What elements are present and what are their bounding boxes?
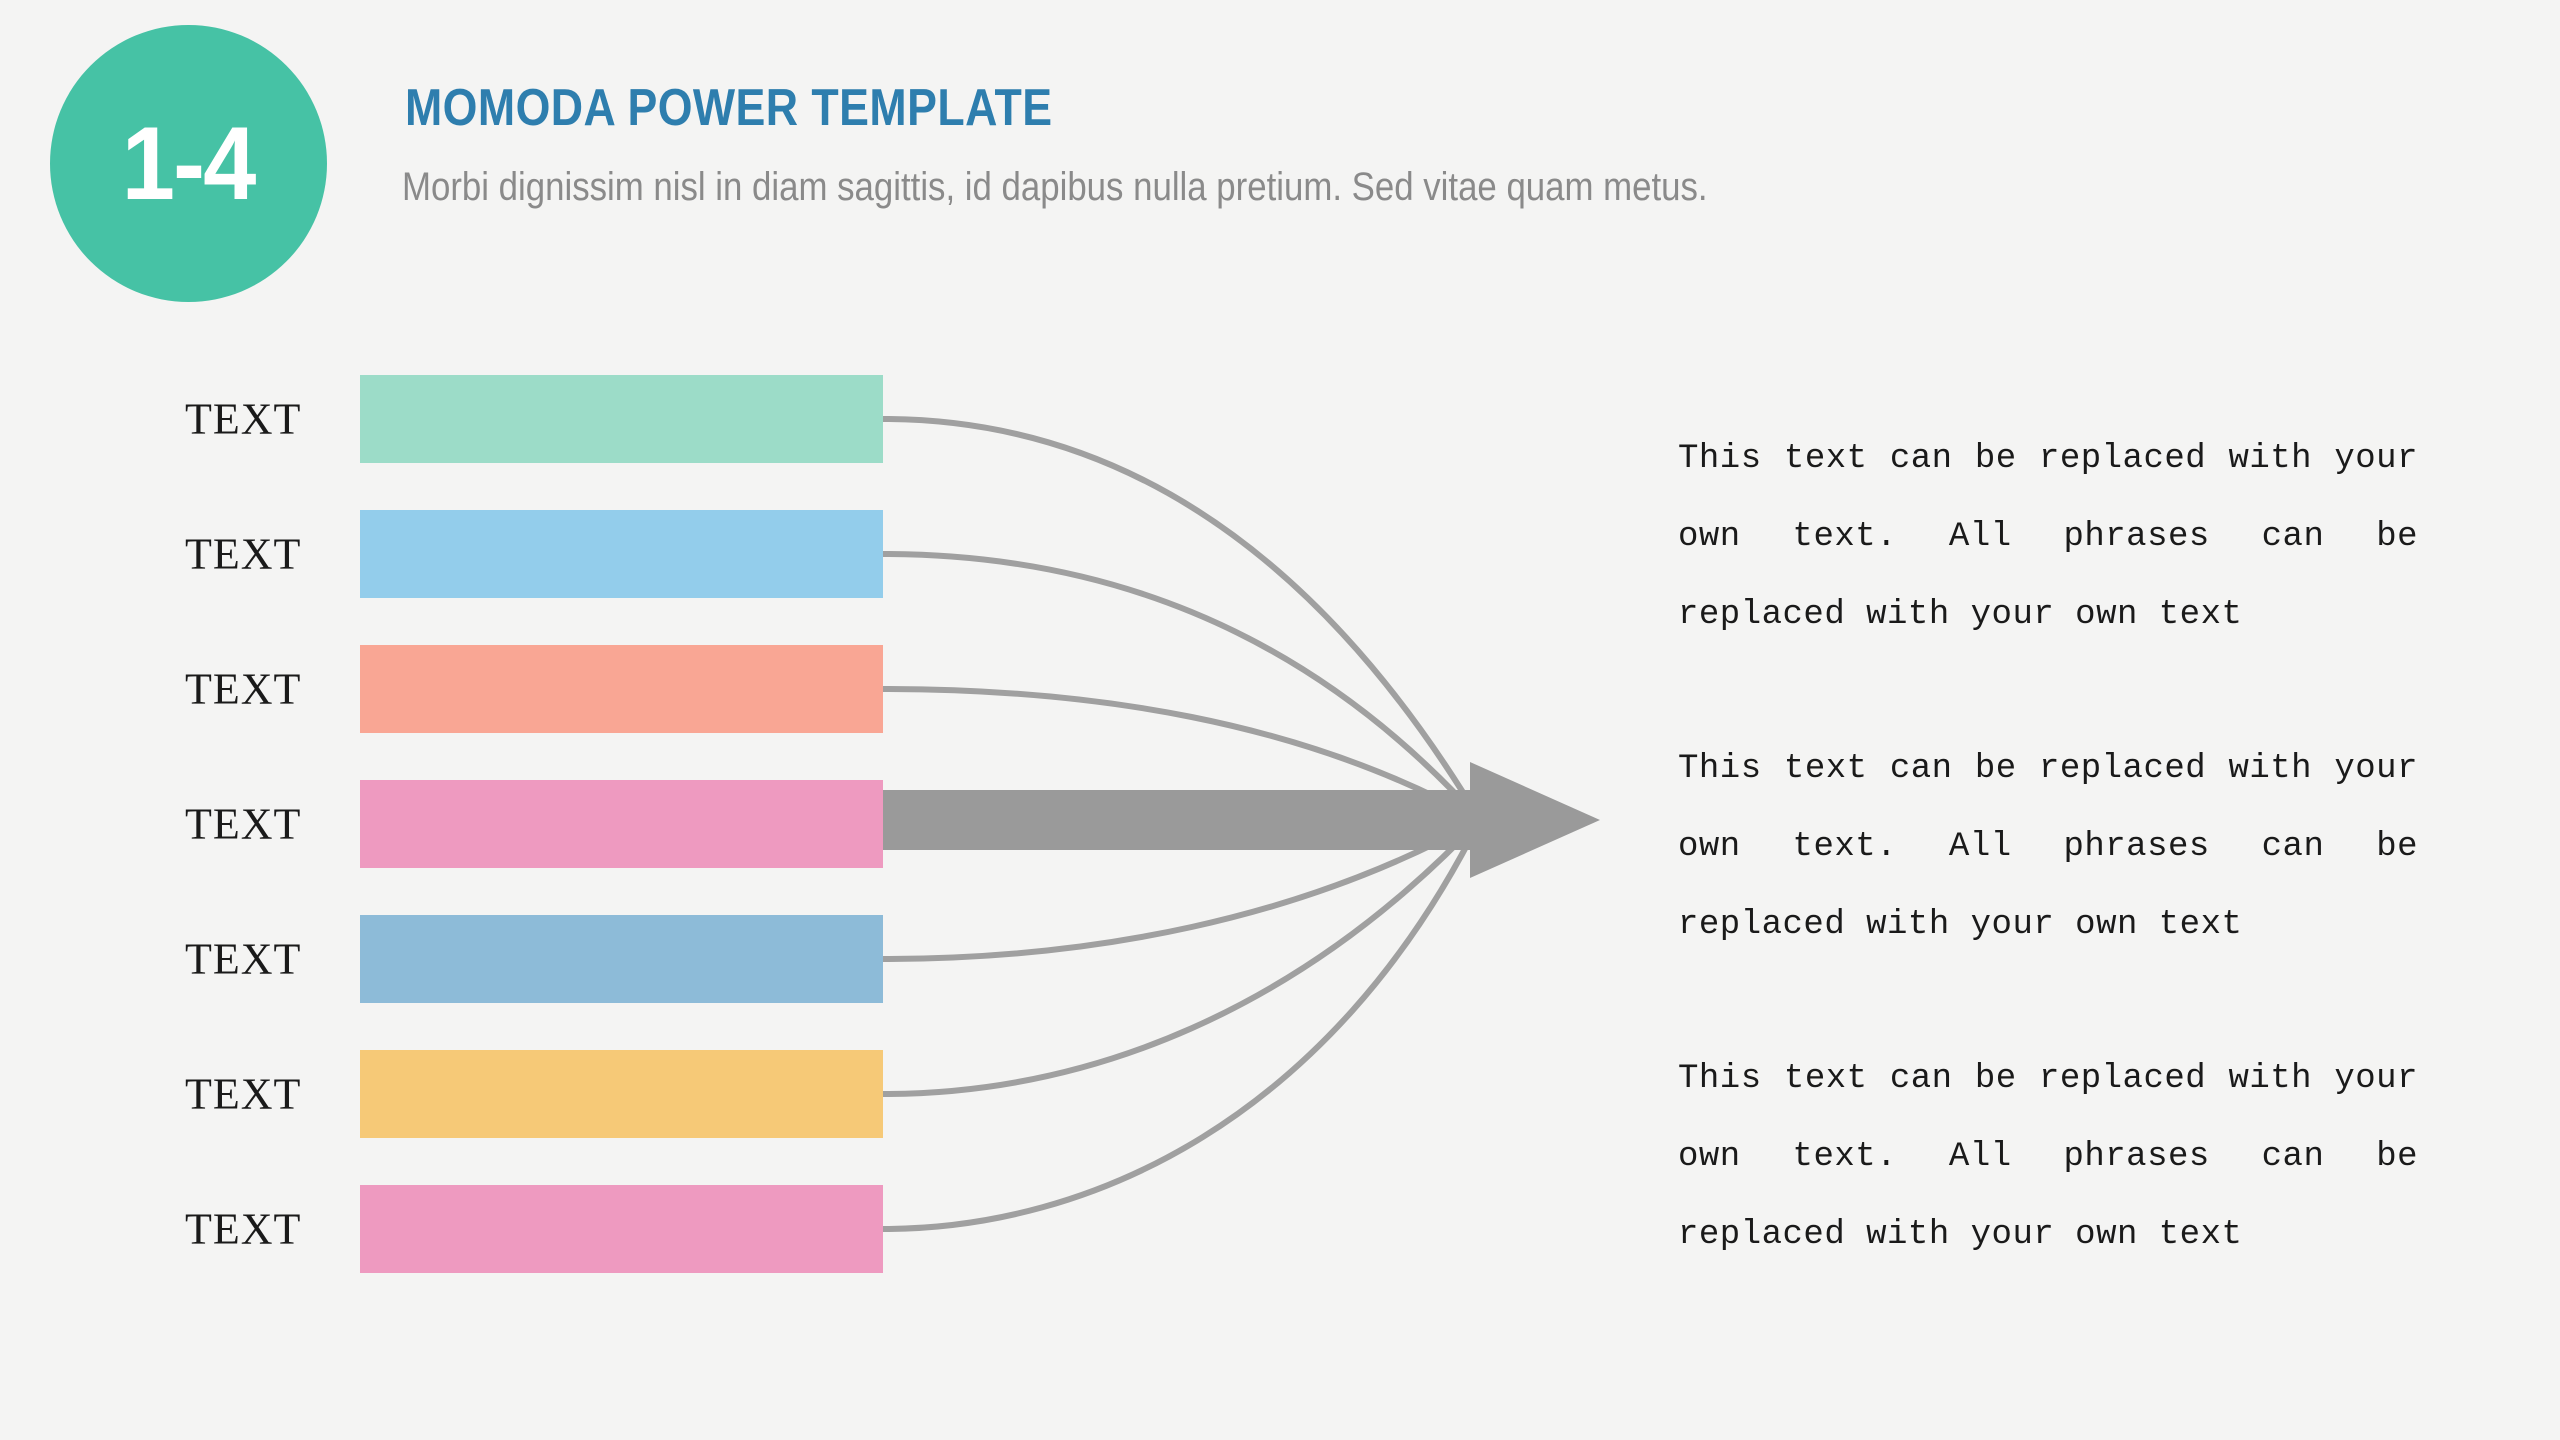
- bar-rect[interactable]: [360, 1185, 883, 1273]
- bar-rect[interactable]: [360, 510, 883, 598]
- connector-curve-2: [880, 551, 1483, 823]
- bar-rect[interactable]: [360, 375, 883, 463]
- description-text: This text can be replaced with your own …: [1678, 1060, 2418, 1254]
- description-text: This text can be replaced with your own …: [1678, 440, 2418, 634]
- page-title: MOMODA POWER TEMPLATE: [405, 79, 1053, 137]
- connector-curve-1: [880, 416, 1483, 823]
- page-subtitle: Morbi dignissim nisl in diam sagittis, i…: [402, 165, 1708, 209]
- slide-number-badge: 1-4: [50, 25, 327, 302]
- bar-row[interactable]: TEXT: [0, 375, 900, 463]
- bar-rect[interactable]: [360, 780, 883, 868]
- connector-curve-7: [880, 817, 1483, 1232]
- bar-label: TEXT: [185, 799, 302, 849]
- bar-rect[interactable]: [360, 915, 883, 1003]
- connector-curve-5: [880, 817, 1483, 962]
- bar-row[interactable]: TEXT: [0, 915, 900, 1003]
- bar-row[interactable]: TEXT: [0, 1185, 900, 1273]
- bar-rect[interactable]: [360, 645, 883, 733]
- bar-label: TEXT: [185, 934, 302, 984]
- description-text: This text can be replaced with your own …: [1678, 750, 2418, 944]
- main-arrow-icon: [870, 762, 1600, 878]
- bar-row[interactable]: TEXT: [0, 645, 900, 733]
- bar-row[interactable]: TEXT: [0, 1050, 900, 1138]
- bar-label: TEXT: [185, 1204, 302, 1254]
- bar-row[interactable]: TEXT: [0, 510, 900, 598]
- connector-curve-6: [880, 817, 1483, 1097]
- bar-rect[interactable]: [360, 1050, 883, 1138]
- bar-row[interactable]: TEXT: [0, 780, 900, 868]
- slide-number-label: 1-4: [122, 105, 257, 222]
- bar-label: TEXT: [185, 1069, 302, 1119]
- bar-label: TEXT: [185, 394, 302, 444]
- bar-label: TEXT: [185, 664, 302, 714]
- connector-curve-3: [880, 686, 1483, 823]
- bar-label: TEXT: [185, 529, 302, 579]
